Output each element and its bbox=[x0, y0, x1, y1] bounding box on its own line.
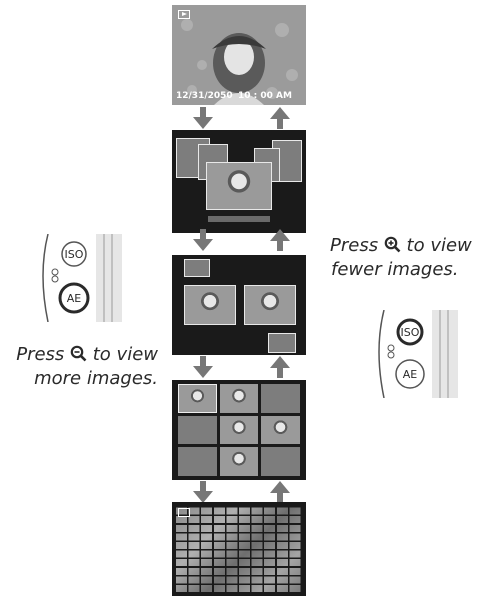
arrow-up-2 bbox=[270, 229, 290, 251]
arrow-up-3 bbox=[270, 356, 290, 378]
arrow-up-1 bbox=[270, 107, 290, 129]
thumbnail bbox=[178, 384, 217, 413]
thumbnail bbox=[261, 447, 300, 476]
single-image-photo bbox=[172, 5, 306, 105]
thumbnail-grid-9 bbox=[178, 384, 300, 476]
caption-fewer-images: Press to view fewer images. bbox=[330, 234, 477, 282]
svg-text:AE: AE bbox=[67, 292, 82, 305]
thumbnail bbox=[220, 447, 259, 476]
screen-nine-images bbox=[172, 380, 306, 480]
time-stamp: 10 : 00 AM bbox=[238, 91, 292, 101]
thumbnail bbox=[244, 285, 296, 325]
thumbnail bbox=[184, 285, 236, 325]
thumbnail bbox=[220, 416, 259, 445]
screen-single-image: 12/31/2050 10 : 00 AM bbox=[172, 5, 306, 105]
arrow-down-3 bbox=[193, 356, 213, 378]
playback-icon bbox=[178, 10, 190, 19]
thumbnail bbox=[184, 259, 210, 277]
svg-text:ISO: ISO bbox=[401, 326, 420, 339]
caption-more-images: Press to view more images. bbox=[8, 343, 158, 391]
selected-thumbnail bbox=[178, 508, 190, 517]
arrow-up-4 bbox=[270, 481, 290, 503]
selected-photo bbox=[206, 162, 272, 210]
date-stamp: 12/31/2050 bbox=[176, 91, 233, 101]
zoom-out-icon bbox=[70, 345, 87, 362]
screen-transition bbox=[172, 130, 306, 233]
arrow-down-1 bbox=[193, 107, 213, 129]
svg-text:ISO: ISO bbox=[65, 248, 84, 261]
thumbnail bbox=[261, 416, 300, 445]
thumbnail bbox=[220, 384, 259, 413]
selection-bar bbox=[208, 216, 270, 222]
screen-hundred-images bbox=[172, 502, 306, 596]
arrow-down-2 bbox=[193, 229, 213, 251]
thumbnail bbox=[268, 333, 296, 353]
thumbnail bbox=[178, 447, 217, 476]
thumbnail bbox=[261, 384, 300, 413]
thumbnail bbox=[178, 416, 217, 445]
thumbnail-grid-100 bbox=[176, 506, 302, 592]
arrow-down-4 bbox=[193, 481, 213, 503]
svg-text:AE: AE bbox=[403, 368, 418, 381]
screen-two-images bbox=[172, 255, 306, 355]
zoom-in-icon bbox=[384, 236, 401, 253]
camera-zoom-in-illustration: ISO AE bbox=[370, 310, 458, 398]
camera-zoom-out-illustration: ISO AE bbox=[34, 234, 122, 322]
